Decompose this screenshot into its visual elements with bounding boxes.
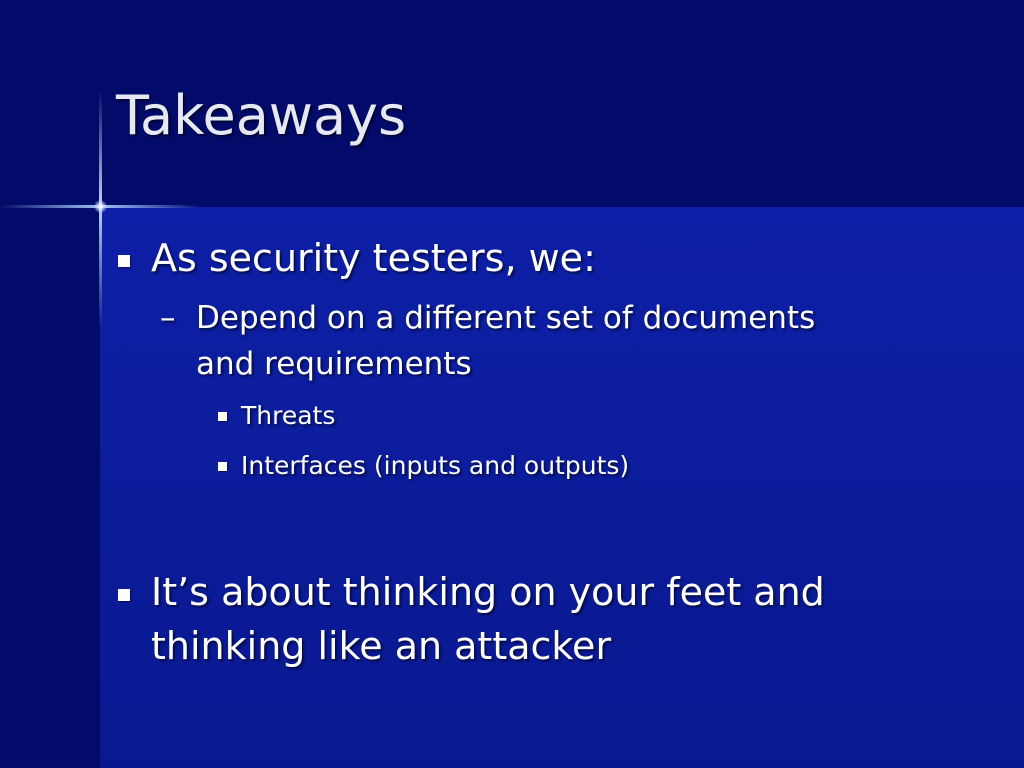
third-level-item: Interfaces (inputs and outputs) [241,451,630,480]
header-band [0,0,1024,207]
sub-bullet-line: and requirements [196,346,472,382]
slide-title: Takeaways [116,84,407,147]
sub-bullet-line: Depend on a different set of documents [196,300,816,336]
bullet-square-icon [218,412,227,421]
left-margin-band [0,207,100,768]
dash-marker: – [160,300,176,336]
third-level-item: Threats [241,401,336,430]
light-flare-center [94,200,107,213]
bullet-square-icon [218,462,227,471]
bullet-item-line: It’s about thinking on your feet and [151,570,825,614]
bullet-item: As security testers, we: [151,236,596,280]
bullet-item-line: thinking like an attacker [151,624,612,668]
bullet-square-icon [118,589,130,601]
content-panel [100,207,1024,768]
bullet-square-icon [118,255,130,267]
